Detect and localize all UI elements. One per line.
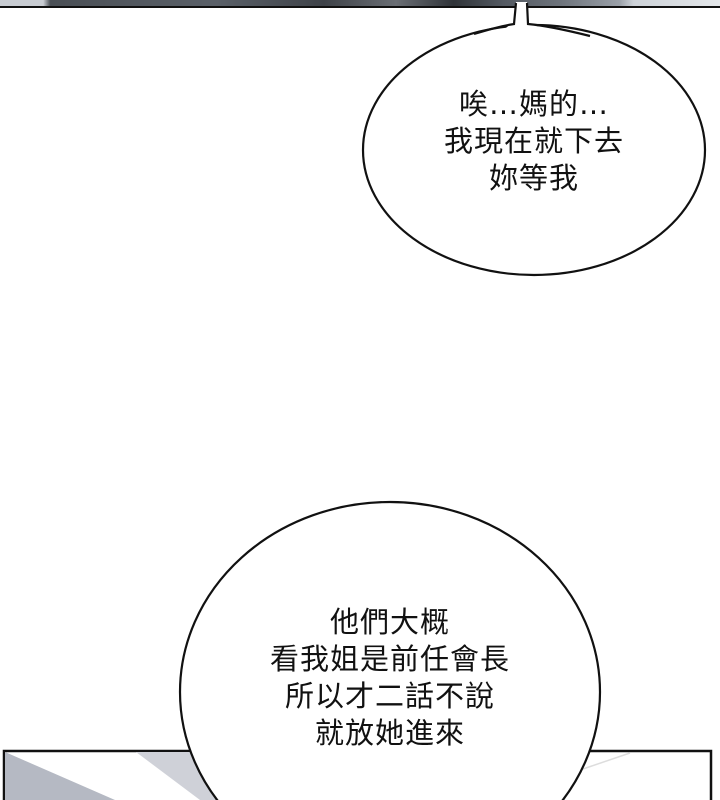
bubble-1-line-1: 唉…媽的… bbox=[458, 87, 609, 121]
bubble-2-line-3: 所以才二話不說 bbox=[284, 679, 495, 713]
bubble-1-text: 唉…媽的… 我現在就下去 妳等我 bbox=[394, 86, 674, 197]
bubble-2-line-2: 看我姐是前任會長 bbox=[269, 642, 510, 676]
bubble-2-line-4: 就放她進來 bbox=[314, 716, 465, 750]
top-panel-strip bbox=[0, 0, 720, 8]
speech-bubble-1 bbox=[361, 2, 707, 277]
panel-faint-line bbox=[579, 752, 631, 771]
bubble-1-line-2: 我現在就下去 bbox=[443, 124, 624, 158]
bubble-1-line-3: 妳等我 bbox=[488, 161, 579, 195]
panel-shade-left bbox=[5, 752, 115, 800]
speech-bubble-2 bbox=[178, 500, 602, 800]
bubble-2-text: 他們大概 看我姐是前任會長 所以才二話不說 就放她進來 bbox=[225, 604, 555, 752]
bubble-2-line-1: 他們大概 bbox=[329, 605, 450, 639]
